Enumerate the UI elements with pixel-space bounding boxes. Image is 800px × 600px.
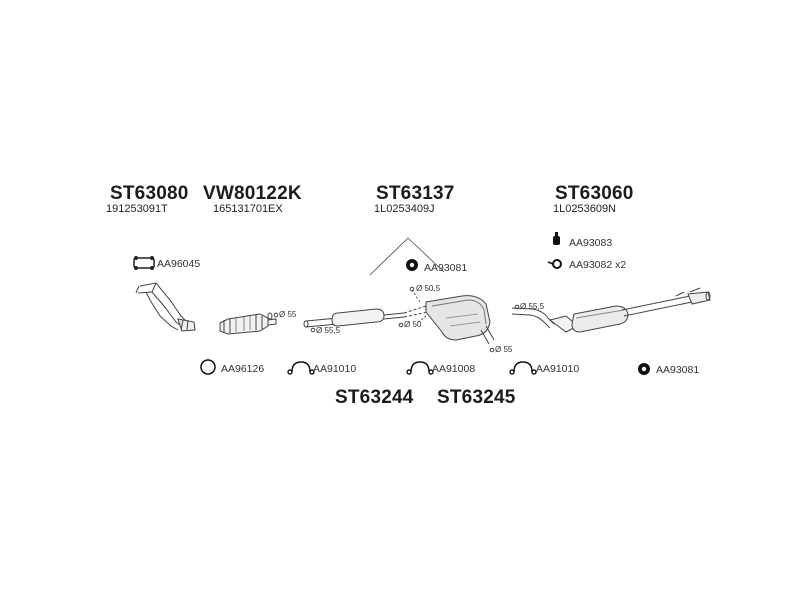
dimension-label: Ø 55,5 (316, 326, 341, 335)
part-label-aa93081-top: AA93081 (424, 262, 468, 274)
dimension-marker (310, 327, 316, 333)
dimension-label: Ø 50 (404, 320, 422, 329)
front-downpipe-drawing (135, 282, 196, 332)
dimension-marker (409, 286, 415, 292)
part-code-st63080: ST63080 (110, 183, 189, 204)
rubber-mount-icon-top (406, 259, 418, 271)
part-label-aa93083: AA93083 (569, 237, 613, 249)
dimension-label: Ø 50,5 (416, 284, 441, 293)
part-label-aa91008: AA91008 (432, 363, 476, 375)
rubber-hanger-icon (553, 232, 560, 245)
oem-number-vw80122k: 165131701EX (213, 203, 283, 215)
oem-number-st63137: 1L0253409J (374, 203, 435, 215)
part-label-aa96126: AA96126 (221, 363, 265, 375)
dimension-marker (273, 312, 279, 318)
rear-tail-silencer-drawing (511, 287, 711, 333)
part-label-aa96045: AA96045 (157, 258, 201, 270)
catalytic-converter-drawing (219, 312, 277, 335)
pipe-clamp-icon-left (287, 361, 315, 375)
oem-number-st63060: 1L0253609N (553, 203, 617, 215)
part-label-aa93082: AA93082 x2 (569, 259, 627, 271)
seal-ring-icon (200, 359, 216, 375)
part-label-aa91010-right: AA91010 (536, 363, 580, 375)
dimension-marker (398, 322, 404, 328)
pipe-clamp-icon-right (509, 361, 537, 375)
dimension-marker (514, 304, 520, 310)
oem-number-st63080: 191253091T (106, 203, 168, 215)
part-code-st63137: ST63137 (376, 183, 455, 204)
dimension-marker (489, 347, 495, 353)
part-code-st63245: ST63245 (437, 387, 516, 408)
dimension-label: Ø 55 (495, 345, 513, 354)
flange-gasket-icon (133, 256, 155, 270)
dimension-label: Ø 55 (279, 310, 297, 319)
pipe-clamp-icon-middle (406, 361, 434, 375)
rear-silencer-st63137-drawing (369, 237, 495, 345)
part-label-aa93081-right: AA93081 (656, 364, 700, 376)
middle-silencer-drawing (303, 308, 405, 328)
rubber-mount-icon-right (638, 363, 650, 375)
part-code-st63244: ST63244 (335, 387, 414, 408)
rubber-ring-icon (547, 259, 562, 269)
part-code-vw80122k: VW80122K (203, 183, 302, 204)
part-label-aa91010-left: AA91010 (313, 363, 357, 375)
part-code-st63060: ST63060 (555, 183, 634, 204)
dimension-label: Ø 55,5 (520, 302, 545, 311)
